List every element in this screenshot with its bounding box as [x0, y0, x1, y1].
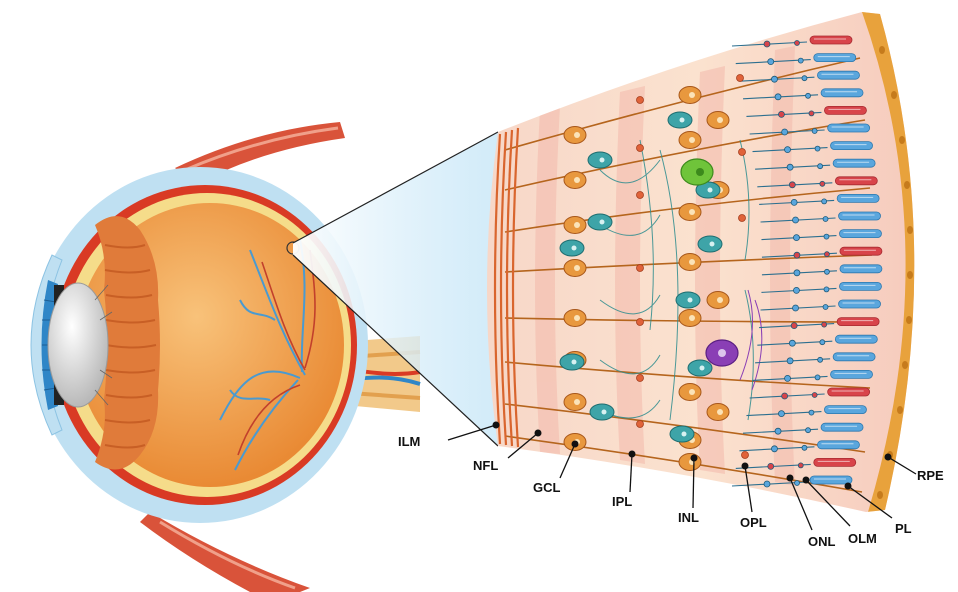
label-nfl: NFL [473, 458, 498, 473]
label-rpe: RPE [917, 468, 944, 483]
label-onl: ONL [808, 534, 836, 549]
bipolar-cell [698, 236, 722, 252]
synapse-knot [739, 149, 746, 156]
synapse-knot [742, 452, 749, 459]
synapse-knot [637, 375, 644, 382]
neuron-cell [564, 310, 586, 327]
synapse-knot [637, 265, 644, 272]
label-ipl: IPL [612, 494, 632, 509]
bipolar-cell [668, 112, 692, 128]
neuron-cell [564, 127, 586, 144]
bipolar-cell [688, 360, 712, 376]
synapse-knot [739, 215, 746, 222]
neuron-cell [564, 217, 586, 234]
bipolar-cell [560, 240, 584, 256]
neuron-cell [564, 172, 586, 189]
label-ilm: ILM [398, 434, 420, 449]
neuron-cell [679, 132, 701, 149]
neuron-cell [679, 87, 701, 104]
synapse-knot [637, 421, 644, 428]
neuron-cell [679, 454, 701, 471]
neuron-cell [707, 292, 729, 309]
eye-cross-section [31, 122, 420, 592]
neuron-cell [707, 112, 729, 129]
bipolar-cell [590, 404, 614, 420]
bipolar-cell [588, 152, 612, 168]
label-gcl: GCL [533, 480, 561, 495]
label-pl: PL [895, 521, 912, 536]
neuron-cell [679, 254, 701, 271]
bipolar-cell [560, 354, 584, 370]
lens [48, 283, 108, 407]
neuron-cell [679, 204, 701, 221]
neuron-cell [564, 394, 586, 411]
synapse-knot [637, 97, 644, 104]
retina-magnified [487, 10, 923, 512]
bipolar-cell [670, 426, 694, 442]
neuron-cell [707, 404, 729, 421]
neuron-cell [564, 260, 586, 277]
synapse-knot [637, 145, 644, 152]
bipolar-cell [588, 214, 612, 230]
neuron-cell [679, 384, 701, 401]
amacrine-purple-cell [706, 340, 738, 366]
synapse-knot [637, 319, 644, 326]
bipolar-cell [676, 292, 700, 308]
synapse-knot [737, 75, 744, 82]
ganglion-green-cell [681, 159, 713, 185]
label-opl: OPL [740, 515, 767, 530]
neuron-cell [679, 310, 701, 327]
label-inl: INL [678, 510, 699, 525]
synapse-knot [637, 192, 644, 199]
label-olm: OLM [848, 531, 877, 546]
